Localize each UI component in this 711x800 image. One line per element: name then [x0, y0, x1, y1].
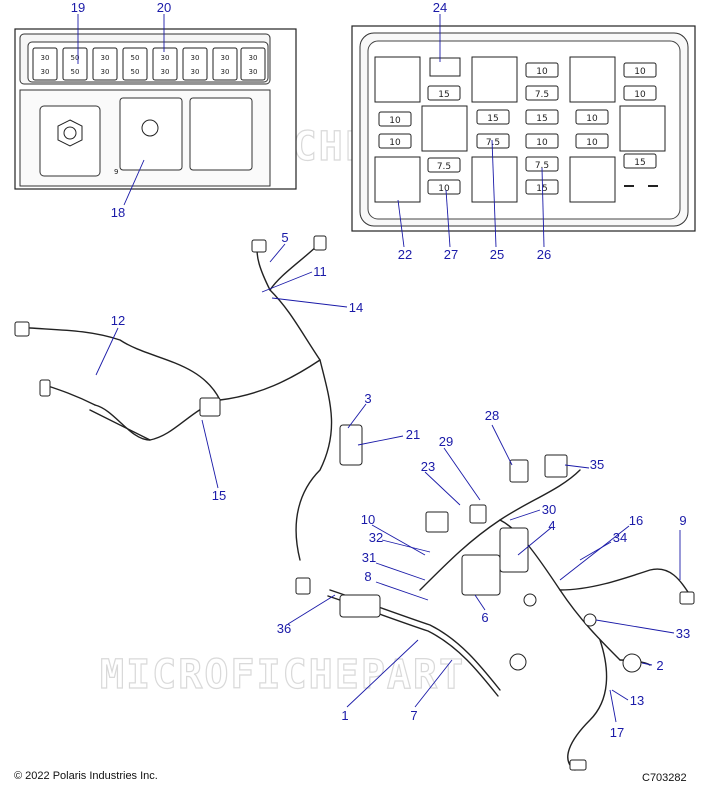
callout-3: 3	[364, 391, 371, 406]
svg-text:30: 30	[101, 54, 110, 62]
callout-29: 29	[439, 434, 453, 449]
left-fuse-row: 30 30 50 50 30 30 50 50 30 30 30 30 30 30 30 30	[32, 47, 266, 81]
svg-text:15: 15	[634, 158, 645, 168]
svg-text:10: 10	[634, 90, 646, 100]
svg-text:30: 30	[161, 54, 170, 62]
callout-9: 9	[679, 513, 686, 528]
svg-text:10: 10	[536, 67, 548, 77]
right-fuse-row: 15 10 10 7.5 10 15 7.5 10 7.5 15 10 7.5 …	[378, 62, 657, 195]
svg-text:30: 30	[191, 68, 200, 76]
left-block-mark: 9	[114, 168, 118, 176]
svg-text:10: 10	[389, 116, 401, 126]
svg-text:30: 30	[249, 68, 258, 76]
svg-text:50: 50	[131, 68, 140, 76]
svg-text:30: 30	[191, 54, 200, 62]
callout-22: 22	[398, 247, 412, 262]
svg-text:30: 30	[101, 68, 110, 76]
svg-text:10: 10	[438, 184, 450, 194]
callout-10: 10	[361, 512, 375, 527]
watermark-bottom: MICROFICHEPART	[100, 652, 465, 698]
svg-text:30: 30	[41, 68, 50, 76]
callout-18: 18	[111, 205, 125, 220]
callout-7: 7	[410, 708, 417, 723]
callout-14: 14	[349, 300, 363, 315]
callout-23: 23	[421, 459, 435, 474]
svg-text:10: 10	[536, 138, 548, 148]
callout-16: 16	[629, 513, 643, 528]
callout-33: 33	[676, 626, 690, 641]
callout-24: 24	[433, 0, 447, 15]
svg-text:30: 30	[221, 68, 230, 76]
callout-13: 13	[630, 693, 644, 708]
left-inset: 30 30 50 50 30 30 50 50 30 30 30 30 30 30 30 30 …	[14, 28, 297, 190]
callout-4: 4	[548, 518, 555, 533]
svg-text:30: 30	[161, 68, 170, 76]
svg-text:15: 15	[438, 90, 449, 100]
callout-36: 36	[277, 621, 291, 636]
callout-20: 20	[157, 0, 171, 15]
callout-35: 35	[590, 457, 604, 472]
callout-17: 17	[610, 725, 624, 740]
right-inset: 15 10 10 7.5 10 15 7.5 10 7.5 15 10 7.5 …	[351, 25, 696, 232]
callout-8: 8	[364, 569, 371, 584]
svg-text:50: 50	[71, 54, 80, 62]
svg-text:50: 50	[131, 54, 140, 62]
svg-text:7.5: 7.5	[486, 138, 500, 148]
svg-text:10: 10	[389, 138, 401, 148]
svg-text:15: 15	[536, 184, 547, 194]
callout-27: 27	[444, 247, 458, 262]
svg-text:10: 10	[586, 114, 598, 124]
callout-6: 6	[481, 610, 488, 625]
svg-text:30: 30	[221, 54, 230, 62]
leader-lines	[77, 14, 681, 723]
callout-2: 2	[656, 658, 663, 673]
svg-text:7.5: 7.5	[535, 90, 549, 100]
callout-21: 21	[406, 427, 420, 442]
callout-31: 31	[362, 550, 376, 565]
callout-1: 1	[341, 708, 348, 723]
svg-text:30: 30	[41, 54, 50, 62]
svg-text:10: 10	[634, 67, 646, 77]
callout-34: 34	[613, 530, 627, 545]
callout-26: 26	[537, 247, 551, 262]
svg-text:7.5: 7.5	[437, 162, 451, 172]
callout-30: 30	[542, 502, 556, 517]
callout-25: 25	[490, 247, 504, 262]
callout-labels: 19 20 18 24 22 27 25 26 5 11 14 12 15 3 …	[71, 0, 690, 740]
copyright-text: © 2022 Polaris Industries Inc.	[14, 770, 158, 782]
svg-text:15: 15	[536, 114, 547, 124]
callout-11: 11	[313, 264, 327, 279]
svg-text:7.5: 7.5	[535, 161, 549, 171]
diagram-code: C703282	[642, 772, 687, 784]
callout-5: 5	[281, 230, 288, 245]
callout-12: 12	[111, 313, 125, 328]
callout-32: 32	[369, 530, 383, 545]
svg-text:15: 15	[487, 114, 498, 124]
wiring-harness	[14, 235, 695, 771]
callout-28: 28	[485, 408, 499, 423]
callout-15: 15	[212, 488, 226, 503]
svg-text:10: 10	[586, 138, 598, 148]
callout-19: 19	[71, 0, 85, 15]
svg-text:30: 30	[249, 54, 258, 62]
svg-text:50: 50	[71, 68, 80, 76]
